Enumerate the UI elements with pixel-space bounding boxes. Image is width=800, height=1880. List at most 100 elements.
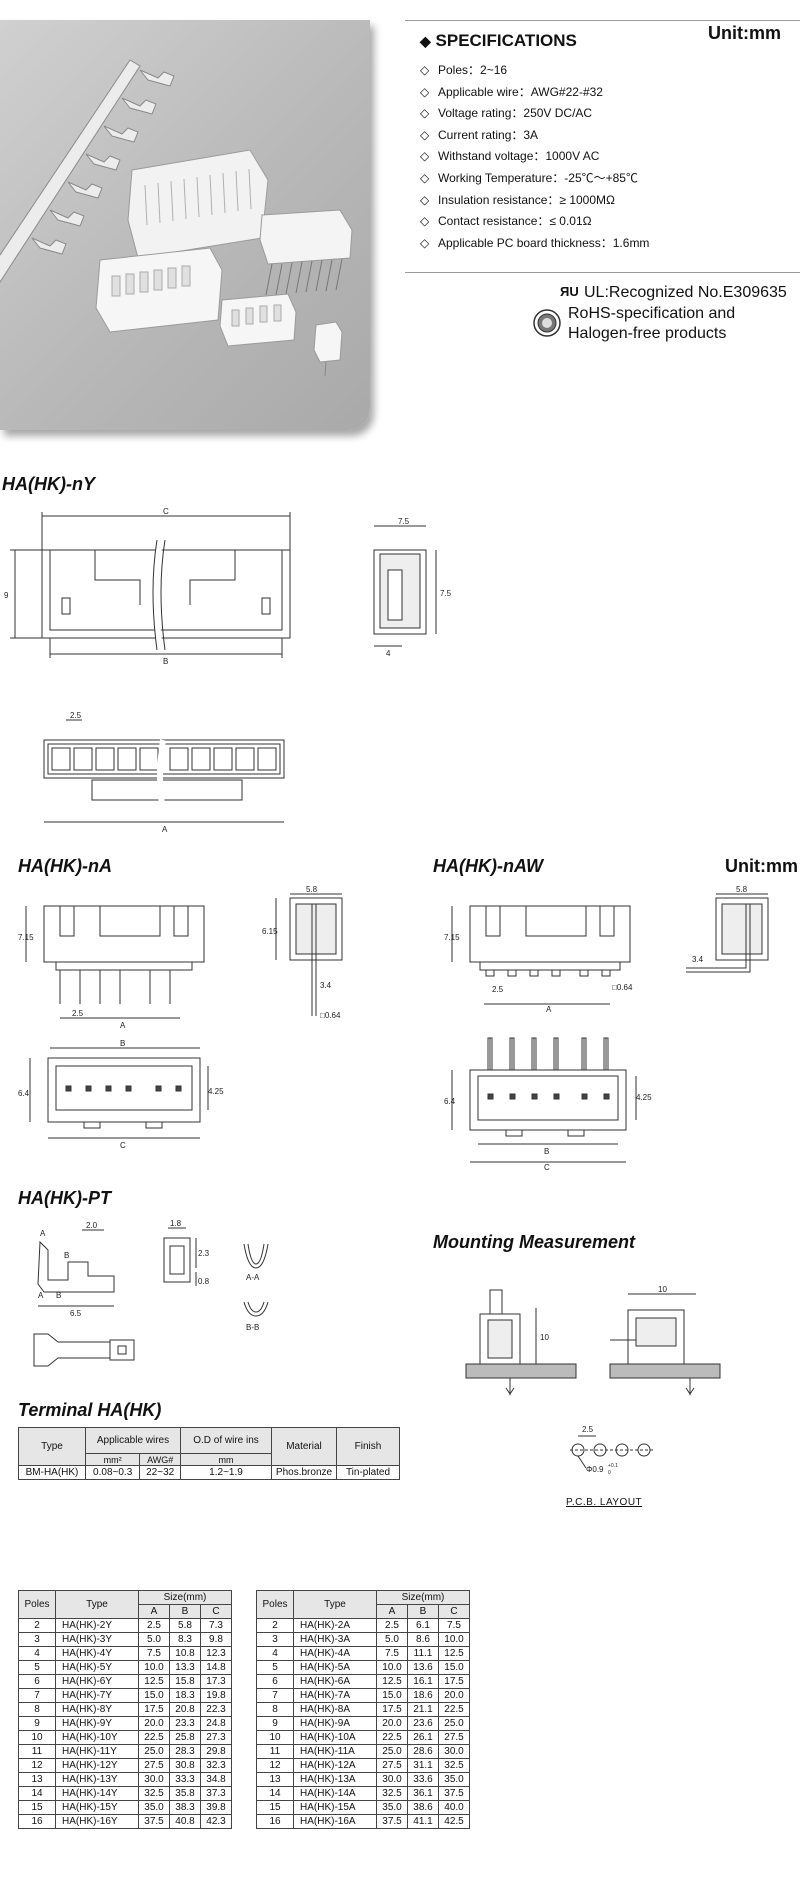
section-title-pt: HA(HK)-PT — [18, 1188, 111, 1208]
dim-na-425: 4.25 — [208, 1087, 224, 1096]
mounting-drawing: 10 10 — [465, 1285, 721, 1396]
size-table-cell: 13.6 — [407, 1660, 439, 1675]
unit-label: Unit:mm — [708, 23, 781, 43]
size-table-cell: 9 — [18, 1716, 56, 1731]
size-table-cell: HA(HK)-3Y — [55, 1632, 139, 1647]
size-table-cell: 24.8 — [200, 1716, 232, 1731]
size-table-cell: 32.3 — [200, 1758, 232, 1773]
size-table-cell: HA(HK)-15Y — [55, 1800, 139, 1815]
size-table-cell: 13 — [18, 1772, 56, 1787]
size-table-cell: 17.5 — [376, 1702, 408, 1717]
size-table-cell: 18.3 — [169, 1688, 201, 1703]
size-table-cell: 27.5 — [438, 1730, 470, 1745]
size-table-cell: 25.0 — [438, 1716, 470, 1731]
size-table-cell: HA(HK)-7A — [293, 1688, 377, 1703]
size-table-cell: 20.0 — [438, 1688, 470, 1703]
spec-item: ◇Voltage rating：250V DC/AC — [420, 103, 760, 125]
size-table-cell: 9 — [256, 1716, 294, 1731]
size-table-cell: 11 — [256, 1744, 294, 1759]
naw-front-drawing: 7.15 2.5 A □0.64 — [444, 905, 633, 1014]
dim-side-4: 4 — [386, 649, 391, 658]
ul-text: UL:Recognized No.E309635 — [584, 284, 787, 301]
size-table-cell: 15.0 — [138, 1688, 170, 1703]
dim-naw-715: 7.15 — [444, 933, 460, 942]
dim-715: 7.15 — [18, 933, 34, 942]
size-table-cell: 13.3 — [169, 1660, 201, 1675]
th-poles: Poles — [256, 1590, 294, 1619]
th-mm2: mm² — [84, 1453, 141, 1466]
dim-naw-34: 3.4 — [692, 955, 704, 964]
pcb-tol-dn: 0 — [608, 1470, 611, 1476]
size-table-cell: 40.0 — [438, 1800, 470, 1815]
size-table-cell: 15.0 — [376, 1688, 408, 1703]
size-table-cell: HA(HK)-5A — [293, 1660, 377, 1675]
pt-section-bb: B-B — [246, 1323, 259, 1332]
size-table-cell: 5.8 — [169, 1618, 201, 1633]
size-table-cell: 35.0 — [376, 1800, 408, 1815]
size-table-cell: 42.3 — [200, 1814, 232, 1829]
spec-item: ◇Poles：2~16 — [420, 60, 760, 82]
size-table-cell: HA(HK)-14A — [293, 1786, 377, 1801]
size-table-cell: HA(HK)-9A — [293, 1716, 377, 1731]
diamond-outline-icon: ◇ — [420, 106, 430, 121]
pt-dim-65: 6.5 — [70, 1309, 82, 1318]
size-table-cell: 22.3 — [200, 1702, 232, 1717]
dim-na-c: C — [120, 1141, 126, 1150]
size-table-cell: 14 — [18, 1786, 56, 1801]
size-table-cell: 30.0 — [138, 1772, 170, 1787]
mt-dim-10h: 10 — [658, 1285, 667, 1294]
size-table-cell: 17.5 — [438, 1674, 470, 1689]
dim-naw-c: C — [544, 1163, 550, 1172]
size-table-cell: 37.3 — [200, 1786, 232, 1801]
size-table-cell: 8 — [256, 1702, 294, 1717]
housing-upper — [127, 149, 269, 259]
size-table-cell: 18.6 — [407, 1688, 439, 1703]
dim-side-75v: 7.5 — [440, 589, 452, 598]
size-table-cell: HA(HK)-11A — [293, 1744, 377, 1759]
na-side-drawing: 5.8 6.15 3.4 □0.64 — [262, 885, 343, 1020]
th-size: Size(mm) — [376, 1590, 470, 1605]
size-table-cell: 32.5 — [376, 1786, 408, 1801]
size-table-cell: HA(HK)-6Y — [55, 1674, 139, 1689]
dim-side-75: 7.5 — [398, 517, 410, 526]
size-table-cell: 37.5 — [138, 1814, 170, 1829]
section-title-naw: HA(HK)-nAW — [433, 856, 543, 876]
size-table-cell: 37.5 — [438, 1786, 470, 1801]
size-table-cell: HA(HK)-9Y — [55, 1716, 139, 1731]
spec-top-rule — [405, 20, 800, 21]
th-c: C — [200, 1604, 232, 1619]
na-top-drawing: B C 6.4 4.25 — [18, 1039, 224, 1150]
size-table-cell: 42.5 — [438, 1814, 470, 1829]
size-table-cell: 7.5 — [438, 1618, 470, 1633]
size-table-cell: 10.8 — [169, 1646, 201, 1661]
diamond-outline-icon: ◇ — [420, 84, 430, 99]
dim-b: B — [163, 657, 168, 666]
size-table-cell: 25.0 — [376, 1744, 408, 1759]
dim-064: □0.64 — [320, 1011, 341, 1020]
size-table-cell: HA(HK)-2Y — [55, 1618, 139, 1633]
rohs-text-line2: Halogen-free products — [568, 325, 727, 342]
housing-single — [313, 321, 343, 377]
naw-side-drawing: 5.8 3.4 — [686, 885, 769, 973]
size-table-cell: 27.5 — [376, 1758, 408, 1773]
size-table-cell: 20.0 — [376, 1716, 408, 1731]
size-table-cell: 16 — [256, 1814, 294, 1829]
pt-drawing: A B 2.0 B A 6.5 1.8 2.3 0.8 A-A B-B — [33, 1219, 269, 1367]
size-table-cell: 25.8 — [169, 1730, 201, 1745]
dim-naw-25: 2.5 — [492, 985, 504, 994]
dim-na-a: A — [120, 1021, 126, 1030]
th-od: O.D of wire ins — [180, 1427, 272, 1454]
size-table-cell: HA(HK)-13A — [293, 1772, 377, 1787]
dim-naw-58: 5.8 — [736, 885, 748, 894]
